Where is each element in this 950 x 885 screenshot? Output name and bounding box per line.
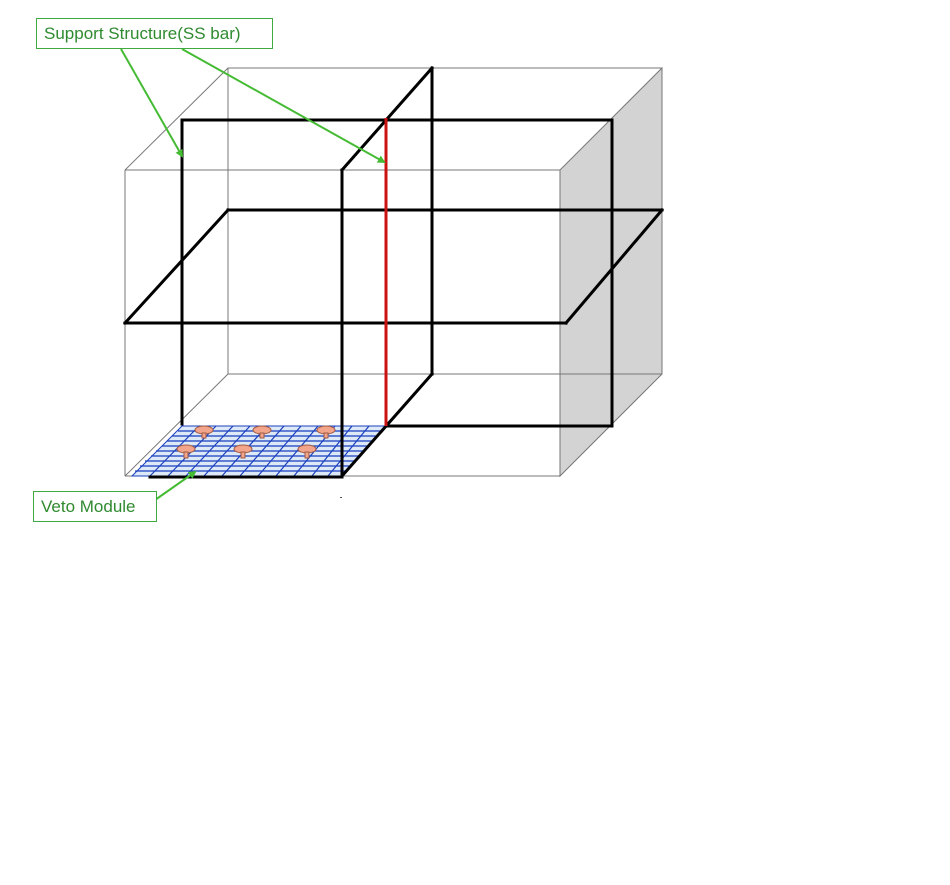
pmt-row-front <box>176 444 317 459</box>
callout-arrows <box>120 48 386 501</box>
arrow-to-red-bar <box>181 48 386 163</box>
support-frame <box>122 65 665 479</box>
arrow-to-veto <box>154 470 197 501</box>
arrow-to-corner-bar <box>120 48 183 158</box>
support-structure-callout: Support Structure(SS bar) <box>36 18 273 49</box>
pmt-row-back <box>194 425 336 439</box>
pmt-stem <box>201 432 207 439</box>
veto-module-callout: Veto Module <box>33 491 157 522</box>
stray-dot <box>340 497 342 498</box>
pmt-stem <box>183 451 189 459</box>
veto-module-label: Veto Module <box>41 497 136 516</box>
pmt-stem <box>259 432 265 439</box>
pmt-stem <box>304 451 310 459</box>
frame-bar <box>563 207 665 326</box>
support-structure-label: Support Structure(SS bar) <box>44 24 241 43</box>
veto-module <box>130 425 388 477</box>
pmt-stem <box>240 451 246 459</box>
pmt-stem <box>323 432 329 439</box>
frame-bar <box>122 207 231 326</box>
